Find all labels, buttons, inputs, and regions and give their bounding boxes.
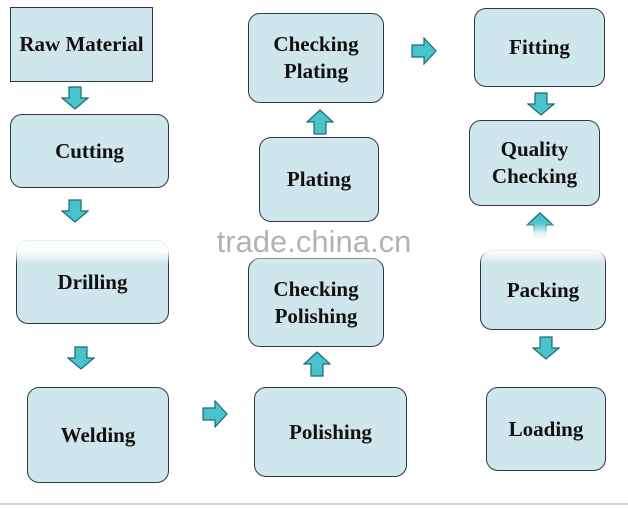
step-label: Cutting [55,138,124,163]
arrow-down-icon [67,346,95,370]
step-label: Plating [286,167,352,191]
step-fitting: Fitting [474,8,605,87]
step-cutting: Cutting [10,114,169,188]
step-raw-material: Raw Material [10,7,153,82]
step-label: Checking Plating [273,32,359,83]
step-label: Fitting [509,35,570,59]
step-label: Welding [60,422,136,447]
arrow-right-icon [411,37,437,65]
watermark-band [0,222,628,264]
step-plating: Plating [259,137,379,222]
step-label: Loading [508,416,584,441]
arrow-right-icon [202,400,228,428]
arrow-down-icon [532,336,560,360]
watermark: trade.china.cn [216,224,412,259]
step-label: Quality Checking [491,137,578,188]
arrow-down-icon [61,86,89,110]
arrow-down-icon [61,199,89,223]
step-label: Packing [506,277,580,302]
arrow-up-icon [306,109,334,135]
step-welding: Welding [27,387,169,483]
bottom-divider [0,503,628,505]
step-label: Raw Material [19,32,144,56]
step-quality-checking: Quality Checking [469,120,600,206]
step-checking-polishing: Checking Polishing [248,258,384,347]
step-loading: Loading [486,387,606,471]
step-label: Checking Polishing [273,276,359,328]
arrow-down-icon [527,92,555,116]
step-label: Drilling [57,269,128,294]
arrow-up-icon [303,351,331,377]
step-checking-plating: Checking Plating [248,13,384,103]
step-label: Polishing [289,419,372,444]
step-polishing: Polishing [254,387,407,477]
